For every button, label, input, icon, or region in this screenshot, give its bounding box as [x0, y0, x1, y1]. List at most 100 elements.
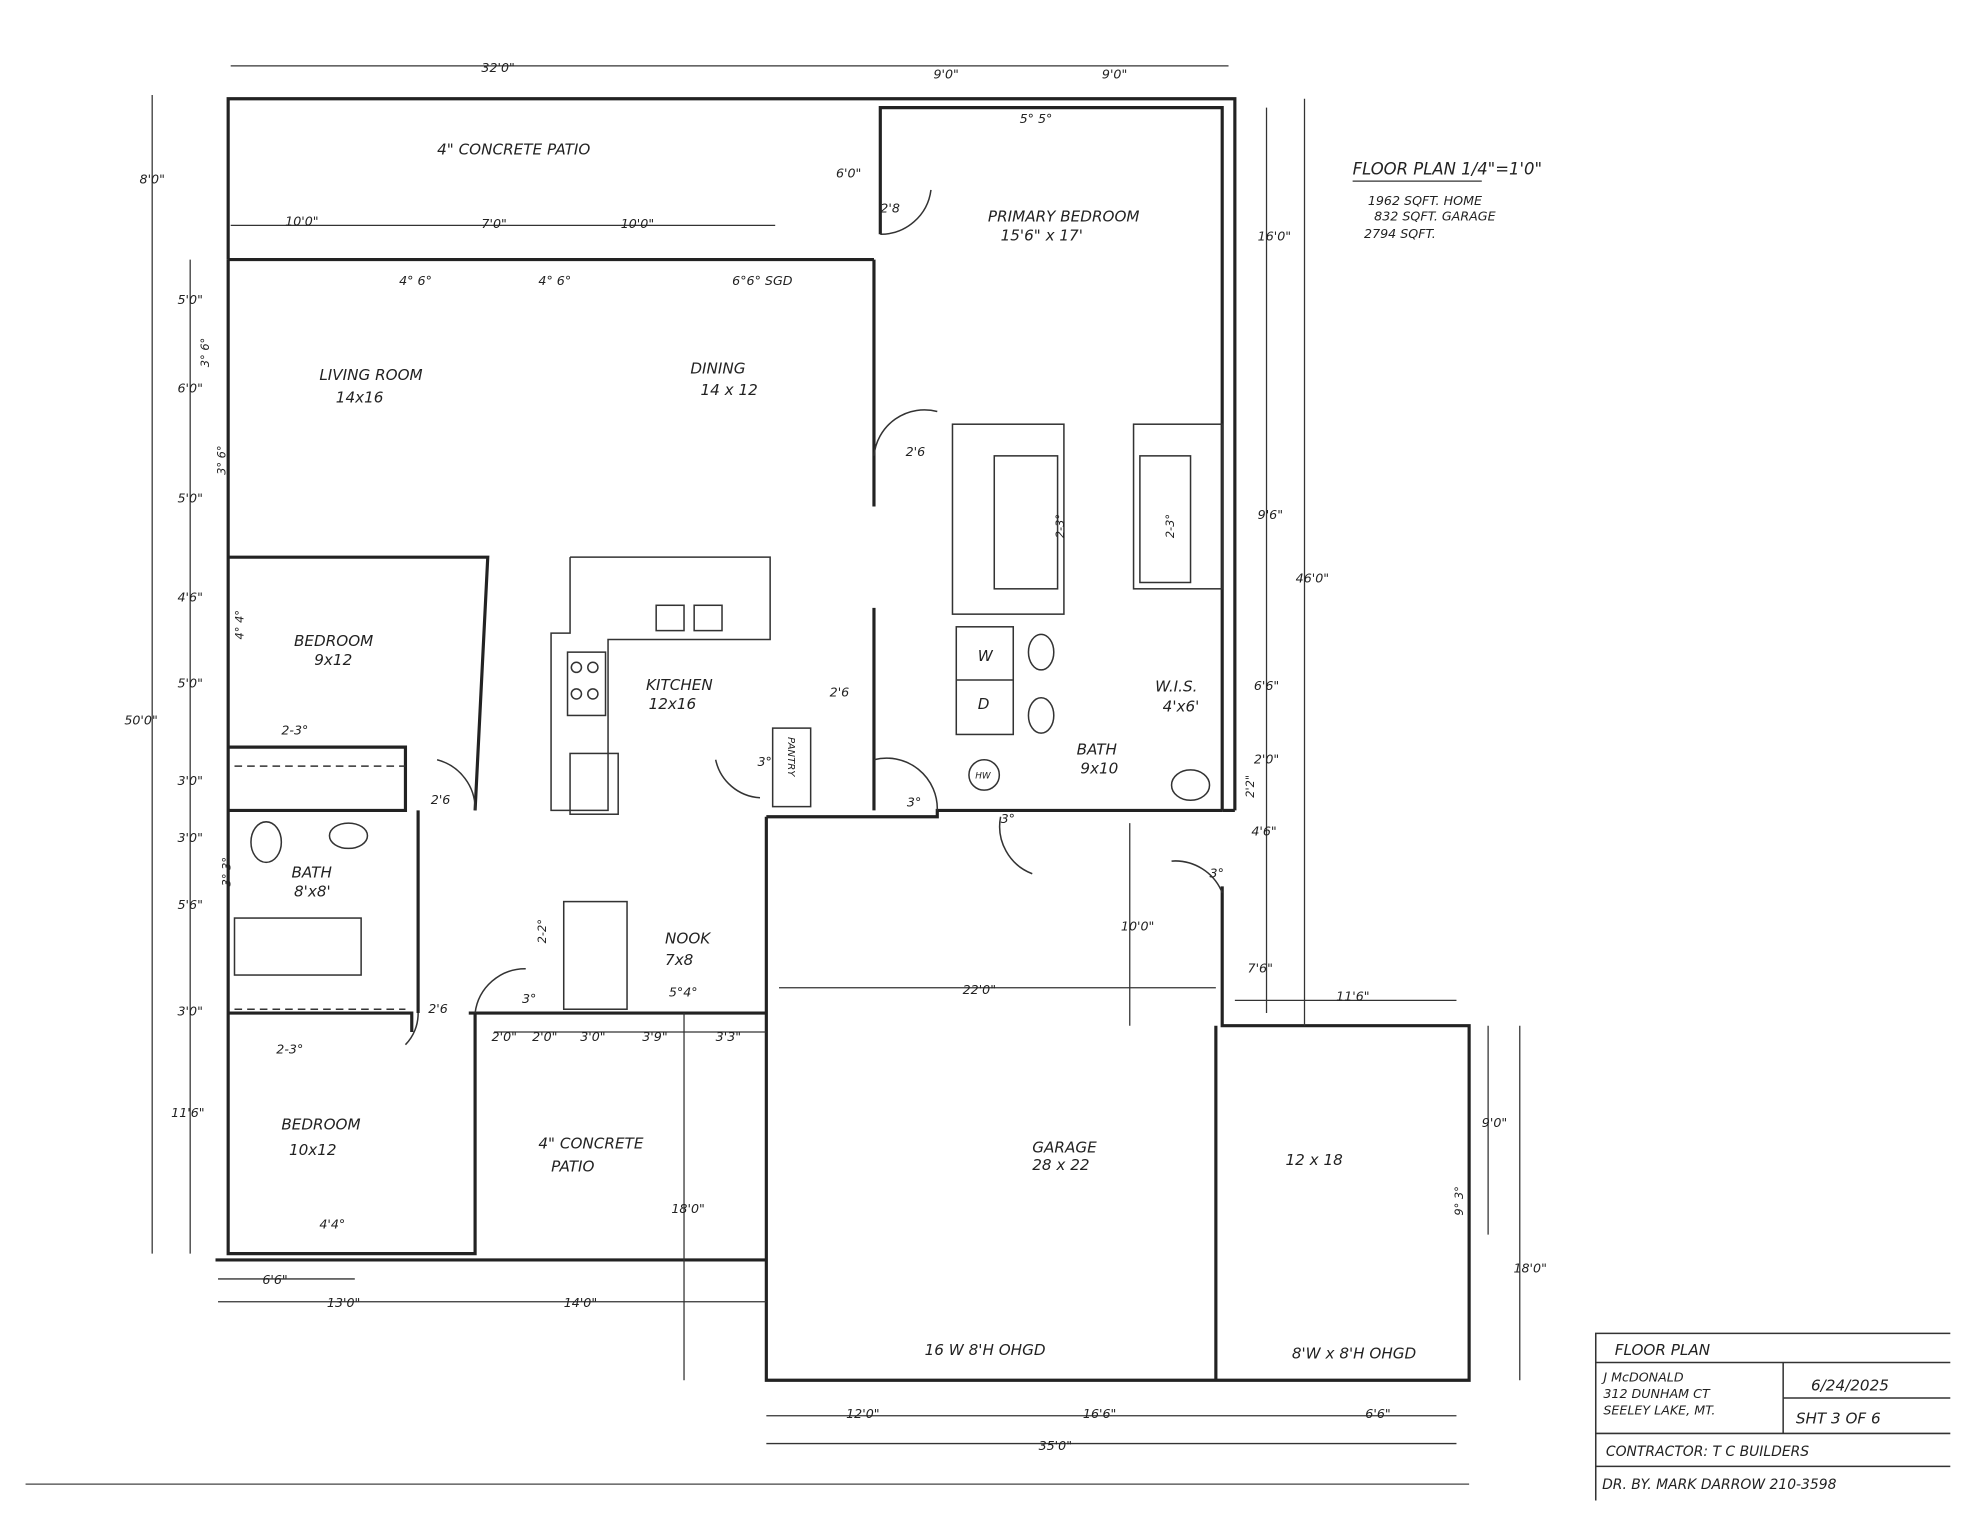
- dim-label: 4° 6°: [399, 273, 432, 288]
- total-area: 2794 SQFT.: [1364, 226, 1436, 241]
- dim-label: 2-3°: [281, 722, 308, 737]
- dim-label: 3'0": [178, 1004, 203, 1019]
- room-labels: 4" CONCRETE PATIO PRIMARY BEDROOM 15'6" …: [281, 140, 1416, 1362]
- dim-label: 2-3°: [1163, 514, 1177, 538]
- dim-label: 3'9": [642, 1029, 667, 1044]
- dim-label: 2-3°: [276, 1042, 303, 1057]
- room-size: 7x8: [665, 951, 693, 969]
- dim-label: 2'2": [1243, 775, 1257, 798]
- dim-label: 5° 5°: [1020, 111, 1053, 126]
- room-label-nook: NOOK: [665, 929, 711, 947]
- dim-label: 6'6": [1365, 1406, 1390, 1421]
- fixtures: [233, 423, 1223, 1010]
- dim-label: 22'0": [963, 982, 996, 997]
- dim-label: 3° 3°: [220, 857, 234, 886]
- title-block-client: J McDONALD: [1600, 1370, 1684, 1385]
- dim-label: 2'0": [532, 1029, 557, 1044]
- dim-label: 4° 6°: [538, 273, 571, 288]
- dim-label: 4'6": [178, 589, 203, 604]
- dim-label: 2'6: [830, 684, 850, 699]
- dim-label: 16'0": [1258, 229, 1291, 244]
- sink-icon: [1027, 633, 1055, 671]
- dim-label: 2'6: [906, 444, 926, 459]
- garage-area: 832 SQFT. GARAGE: [1374, 208, 1495, 223]
- dim-label: 6°6° SGD: [732, 273, 793, 288]
- pantry-box: [771, 727, 812, 808]
- dim-label: 7'6": [1248, 961, 1273, 976]
- dim-label: 2'0": [492, 1029, 517, 1044]
- room-size: 9x10: [1080, 760, 1118, 778]
- title-block: FLOOR PLAN J McDONALD 312 DUNHAM CT SEEL…: [1594, 1332, 1951, 1501]
- room-label-dining: DINING: [690, 360, 745, 378]
- toilet-icon: [1170, 769, 1211, 802]
- dim-label: 2-3°: [1053, 514, 1067, 538]
- room-label-bath: BATH: [291, 864, 332, 882]
- title-block-address2: SEELEY LAKE, MT.: [1603, 1402, 1715, 1417]
- room-label-patio: 4" CONCRETE PATIO: [437, 140, 590, 158]
- dim-label: 16'6": [1083, 1406, 1116, 1421]
- dim-label: 6'0": [836, 165, 861, 180]
- title-block-drawn-by: DR. BY. MARK DARROW 210-3598: [1602, 1477, 1837, 1493]
- title-block-date: 6/24/2025: [1811, 1376, 1889, 1394]
- room-label-bath: BATH: [1077, 741, 1118, 759]
- room-size: 8'x8': [294, 883, 331, 901]
- dim-label: 6'6": [262, 1272, 287, 1287]
- dim-label: 18'0": [671, 1201, 704, 1216]
- dim-label: 3°: [757, 754, 771, 769]
- dim-label: 13'0": [327, 1295, 360, 1310]
- refrigerator-icon: [569, 752, 619, 815]
- room-label-kitchen: KITCHEN: [646, 676, 713, 694]
- dim-label: 50'0": [124, 712, 157, 727]
- dim-label: 3°: [1001, 811, 1015, 826]
- plan-title-scale: FLOOR PLAN 1/4"=1'0": [1353, 160, 1542, 179]
- room-label-pantry: PANTRY: [785, 737, 796, 777]
- dim-label: 3°: [522, 991, 536, 1006]
- dryer-label: D: [978, 695, 990, 713]
- water-heater-label: HW: [975, 772, 992, 782]
- room-size: 28 x 22: [1032, 1156, 1089, 1174]
- dim-label: 14'0": [564, 1295, 597, 1310]
- sink-icon: [328, 822, 369, 850]
- room-label-patio: 4" CONCRETE: [538, 1135, 643, 1153]
- sink-icon: [1027, 696, 1055, 734]
- water-heater-icon: [968, 759, 1001, 791]
- garage-door-label: 16 W 8'H OHGD: [925, 1341, 1046, 1359]
- title-block-title: FLOOR PLAN: [1615, 1341, 1710, 1359]
- dim-label: 46'0": [1296, 570, 1329, 585]
- room-size: 4'x6': [1163, 698, 1200, 716]
- dim-label: 3'0": [178, 830, 203, 845]
- dim-label: 3'0": [580, 1029, 605, 1044]
- dim-label: 6'6": [1254, 678, 1279, 693]
- dim-label: 2'6: [431, 792, 451, 807]
- dim-label: 3° 6°: [198, 338, 212, 367]
- room-label-bedroom: BEDROOM: [294, 632, 373, 650]
- dim-label: 10'0": [621, 216, 654, 231]
- room-label-living-room: LIVING ROOM: [319, 366, 422, 384]
- nook-cabinet: [562, 900, 628, 1010]
- dim-label: 9'0": [1102, 67, 1127, 82]
- dim-label: 9° 3°: [1452, 1186, 1466, 1215]
- dimension-labels: 32'0" 9'0" 9'0" 5° 5° 8'0" 6'0" 16'0" 10…: [124, 60, 1547, 1453]
- dim-label: 2'6: [428, 1001, 448, 1016]
- dim-label: 2-2°: [535, 919, 549, 943]
- dim-label: 11'6": [1336, 988, 1369, 1003]
- washer-label: W: [978, 647, 994, 665]
- dim-label: 6'0": [178, 381, 203, 396]
- title-block-address1: 312 DUNHAM CT: [1603, 1386, 1711, 1401]
- home-area: 1962 SQFT. HOME: [1368, 193, 1482, 208]
- dim-label: 8'0": [140, 172, 165, 187]
- dim-label: 3°: [1210, 866, 1224, 881]
- sink-icon: [693, 604, 723, 632]
- dim-label: 7'0": [481, 216, 506, 231]
- dim-label: 3'3": [716, 1029, 741, 1044]
- range-icon: [566, 651, 607, 717]
- tub-primary: [951, 423, 1065, 615]
- bathtub-icon: [233, 917, 362, 976]
- dim-label: 9'0": [933, 67, 958, 82]
- dim-label: 4'6": [1251, 824, 1276, 839]
- dim-label: 12'0": [846, 1406, 879, 1421]
- dim-label: 5'0": [178, 676, 203, 691]
- room-label-primary-bedroom: PRIMARY BEDROOM: [988, 208, 1140, 226]
- walls: [215, 97, 1471, 1382]
